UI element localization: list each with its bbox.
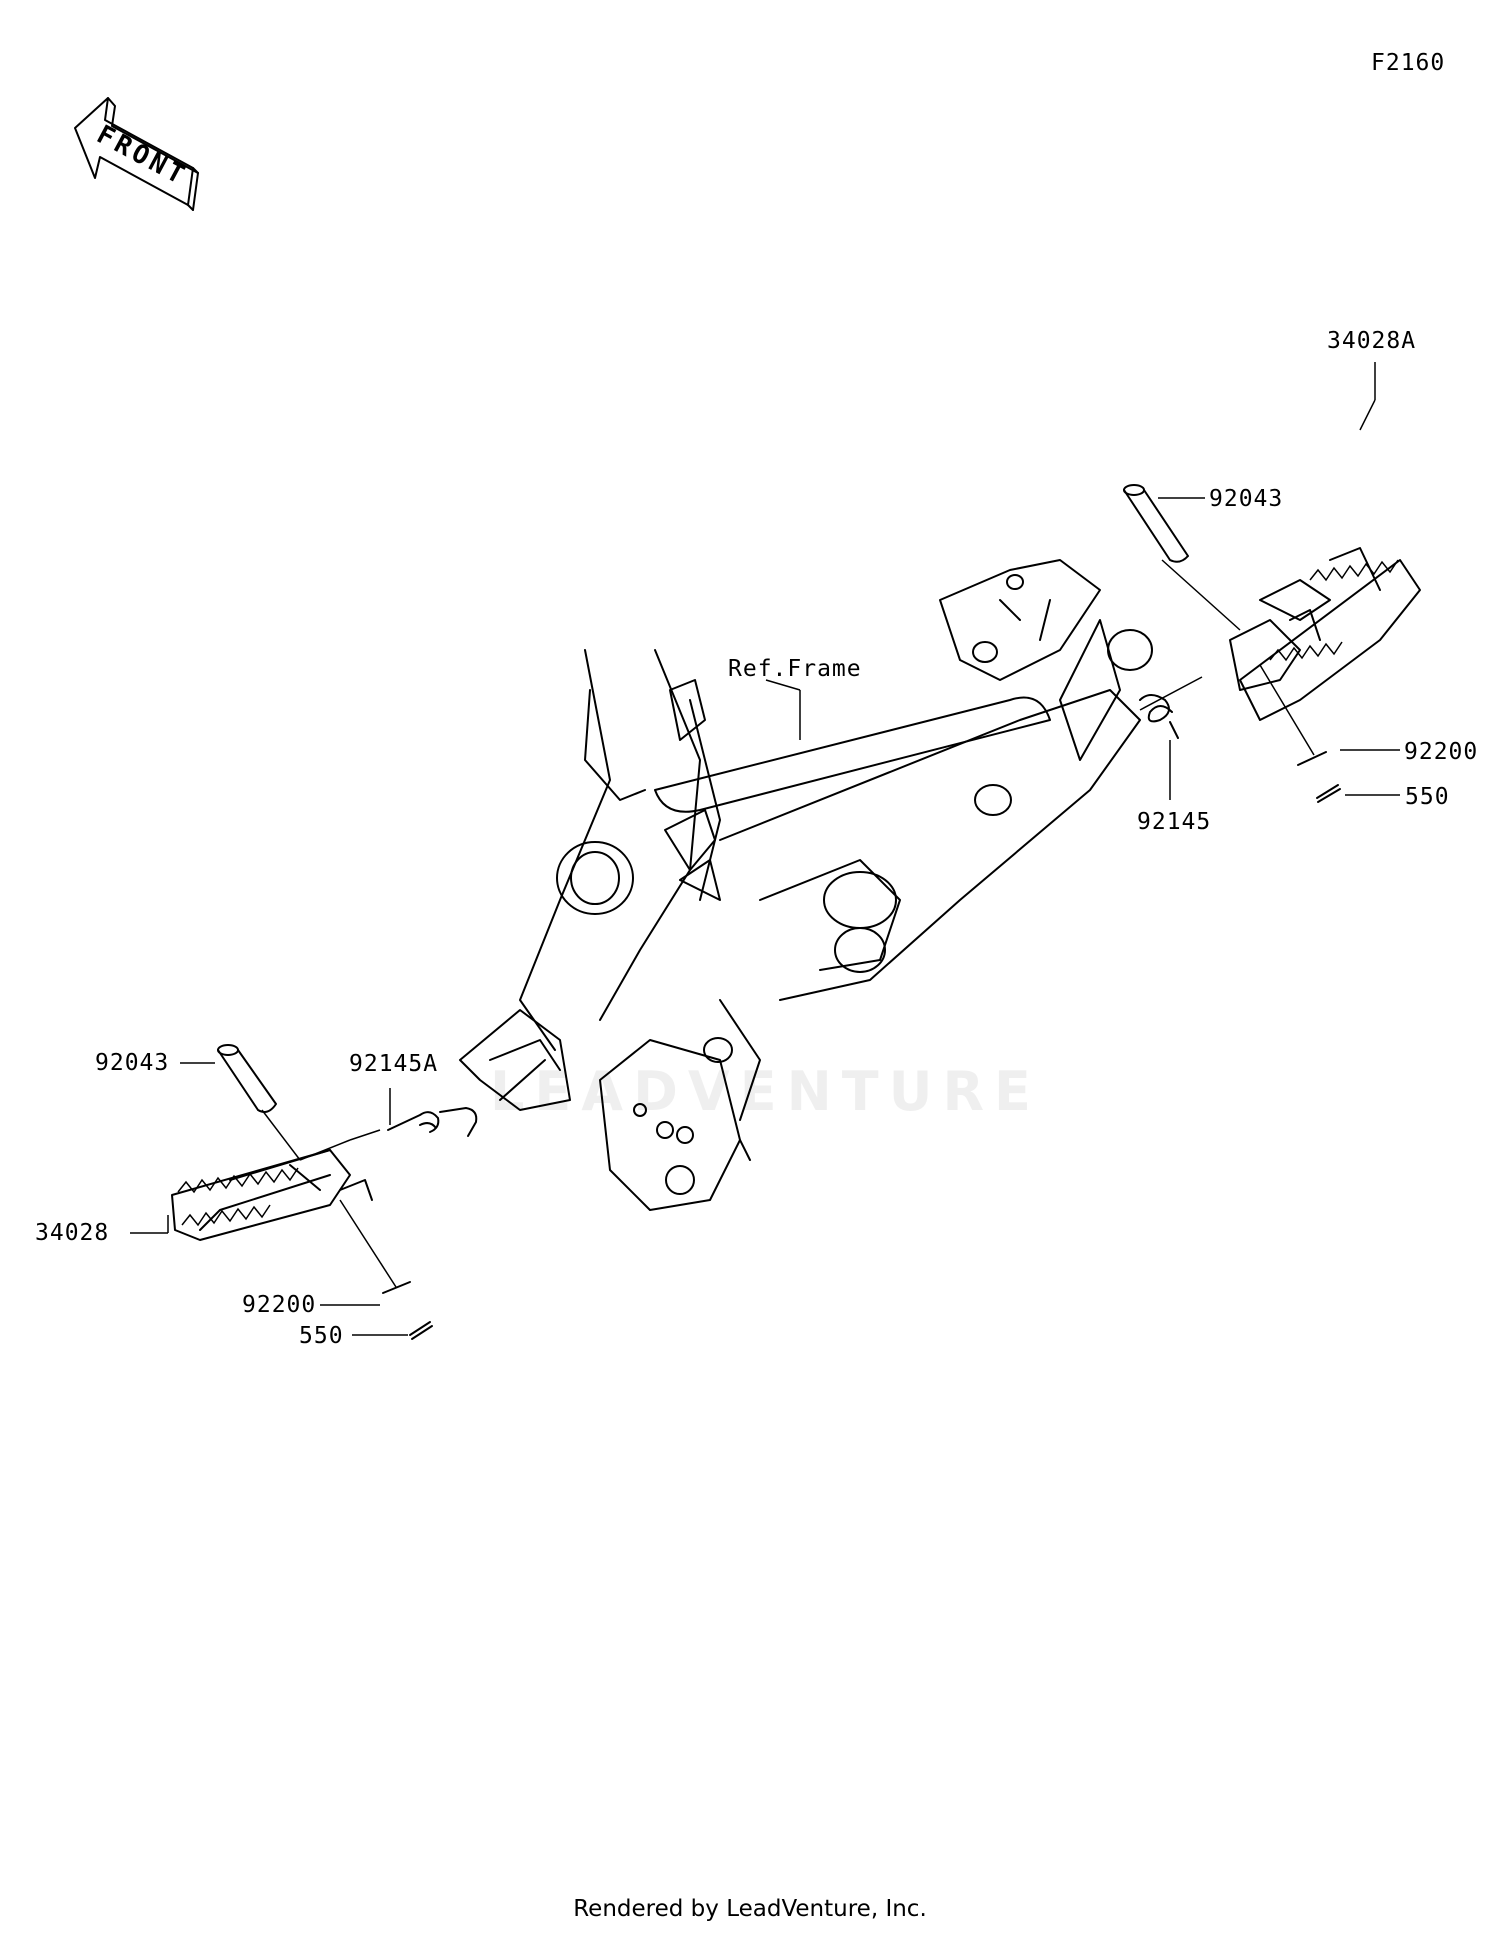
svg-text:FRONT: FRONT — [92, 120, 193, 193]
part-number-label: 550 — [299, 1323, 344, 1349]
left-footpeg — [171, 1149, 373, 1241]
part-number-label: 92200 — [1404, 739, 1479, 765]
right-washer — [1297, 751, 1327, 766]
part-number-label: 92145 — [1137, 809, 1212, 835]
part-number-label: 550 — [1405, 784, 1450, 810]
right-pivot-pin — [1123, 484, 1189, 563]
left-washer — [382, 1281, 411, 1294]
figure-id: F2160 — [1371, 50, 1446, 76]
left-return-spring — [387, 1107, 478, 1137]
part-number-label: 92145A — [349, 1051, 439, 1077]
right-cotter-pin — [1316, 784, 1341, 803]
left-pivot-pin — [217, 1044, 277, 1113]
footer-credit: Rendered by LeadVenture, Inc. — [573, 1896, 927, 1922]
part-number-label: 92200 — [242, 1292, 317, 1318]
part-number-label: 92043 — [1209, 486, 1284, 512]
part-number-label: 34028A — [1327, 328, 1417, 354]
right-return-spring — [1139, 694, 1179, 739]
part-number-label: 34028 — [35, 1220, 110, 1246]
leader-lines — [130, 362, 1400, 1336]
ref-frame-label: Ref.Frame — [728, 656, 862, 682]
part-number-label: 92043 — [95, 1050, 170, 1076]
left-cotter-pin — [409, 1321, 433, 1340]
frame — [459, 559, 1153, 1211]
front-direction-arrow-icon: FRONT — [74, 97, 199, 211]
right-footpeg — [1229, 547, 1421, 721]
watermark: LEADVENTURE — [490, 1060, 1041, 1123]
